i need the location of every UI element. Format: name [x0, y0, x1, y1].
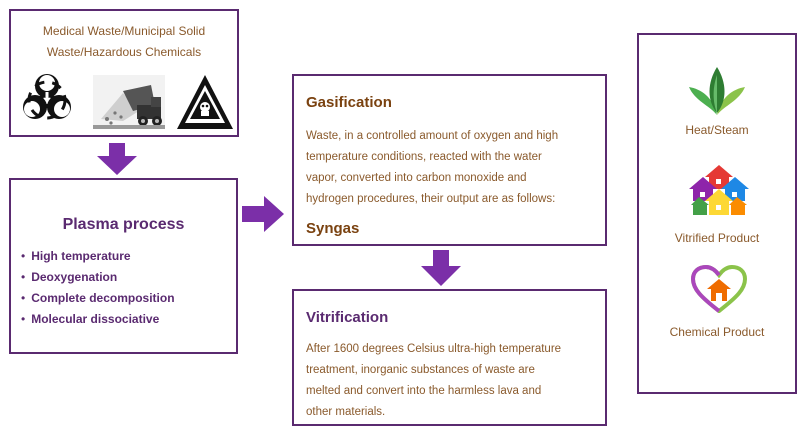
- waste-title: Medical Waste/Municipal Solid Waste/Haza…: [11, 21, 237, 63]
- bullet-icon: •: [21, 291, 26, 305]
- gasification-line: Waste, in a controlled amount of oxygen …: [306, 130, 559, 142]
- bullet-icon: •: [21, 270, 26, 284]
- plasma-title: Plasma process: [62, 216, 185, 233]
- bullet-icon: •: [21, 249, 26, 263]
- plasma-feature-label: Molecular dissociative: [31, 312, 160, 326]
- bullet-icon: •: [21, 312, 26, 326]
- gasification-line: temperature conditions, reacted with the…: [306, 151, 542, 163]
- vitrification-title: Vitrification: [306, 309, 389, 326]
- plasma-feature-label: Deoxygenation: [31, 270, 118, 284]
- arrow-right-plasma-to-gasification: [242, 196, 284, 232]
- vitrification-line: melted and convert into the harmless lav…: [306, 385, 542, 397]
- list-item: • Complete decomposition: [21, 288, 175, 309]
- leaf-sprout-icon: [689, 67, 745, 115]
- gasification-title: Gasification: [306, 94, 392, 111]
- list-item: • Deoxygenation: [21, 267, 175, 288]
- arrow-down-gasification-to-vitrification: [421, 250, 461, 286]
- waste-title-line-1: Medical Waste/Municipal Solid: [42, 24, 206, 38]
- gasification-line: vapor, converted into carbon monoxide an…: [306, 172, 527, 184]
- syngas-output-label: Syngas: [306, 220, 360, 237]
- gasification-line: hydrogen procedures, their output are as…: [306, 193, 556, 205]
- product-label-heat-steam: Heat/Steam: [685, 123, 749, 137]
- products-box: Heat/Steam Vitrified Product Chemical Pr…: [637, 33, 797, 394]
- vitrification-line: other materials.: [306, 406, 386, 418]
- vitrification-description: After 1600 degrees Celsius ultra-high te…: [306, 339, 602, 423]
- waste-title-line-2: Waste/Hazardous Chemicals: [46, 45, 202, 59]
- plasma-feature-label: Complete decomposition: [31, 291, 175, 305]
- plasma-process-box: Plasma process • High temperature • Deoxyg…: [9, 178, 238, 354]
- product-label-vitrified: Vitrified Product: [674, 231, 760, 245]
- list-item: • Molecular dissociative: [21, 309, 175, 330]
- vitrification-line: After 1600 degrees Celsius ultra-high te…: [306, 343, 562, 355]
- arrow-down-waste-to-plasma: [97, 143, 137, 175]
- hazard-warning-icon: [177, 75, 233, 129]
- gasification-description: Waste, in a controlled amount of oxygen …: [306, 126, 602, 210]
- biohazard-icon: [23, 74, 71, 120]
- dump-truck-icon: [93, 75, 165, 129]
- heart-house-icon: [691, 265, 747, 313]
- list-item: • High temperature: [21, 246, 175, 267]
- waste-icons: [23, 74, 233, 129]
- plasma-feature-list: • High temperature • Deoxygenation • Comple…: [21, 246, 175, 330]
- house-cluster-icon: [689, 165, 749, 215]
- waste-input-box: Medical Waste/Municipal Solid Waste/Haza…: [9, 9, 239, 137]
- product-label-chemical: Chemical Product: [669, 325, 765, 339]
- vitrification-line: treatment, inorganic substances of waste…: [306, 364, 535, 376]
- gasification-box: Gasification Waste, in a controlled amou…: [292, 74, 607, 246]
- plasma-feature-label: High temperature: [31, 249, 131, 263]
- vitrification-box: Vitrification After 1600 degrees Celsius…: [292, 289, 607, 426]
